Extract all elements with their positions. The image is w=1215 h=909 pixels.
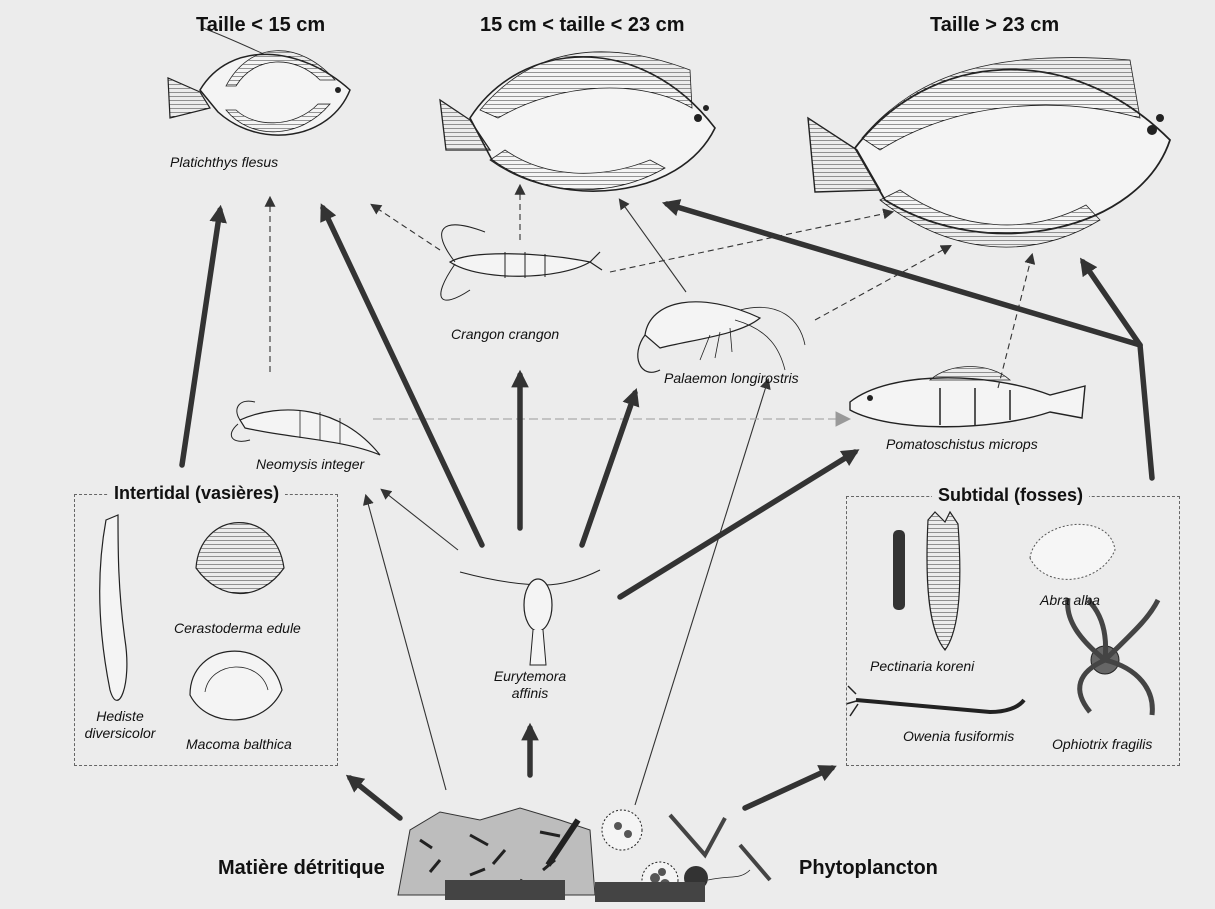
subtidal-box: [846, 496, 1180, 766]
crangon-illustration: [441, 225, 602, 300]
phytoplankton-illustration: [595, 810, 770, 902]
flounder-large-illustration: [808, 58, 1170, 248]
eurytemora-illustration: [460, 570, 600, 665]
label-crangon: Crangon crangon: [451, 326, 559, 342]
label-owenia: Owenia fusiformis: [903, 728, 1014, 744]
intertidal-label: Intertidal (vasières): [108, 483, 285, 504]
label-hediste: Hediste diversicolor: [80, 708, 160, 742]
label-neomysis: Neomysis integer: [256, 456, 364, 472]
flounder-small-illustration: [168, 28, 350, 135]
label-pectinaria: Pectinaria koreni: [870, 658, 974, 674]
detritus-illustration: [398, 808, 595, 900]
label-eurytemora: Eurytemora affinis: [480, 668, 580, 702]
label-platichthys: Platichthys flesus: [170, 154, 278, 170]
label-hediste-line2: diversicolor: [80, 725, 160, 742]
label-palaemon: Palaemon longirostris: [664, 370, 799, 386]
label-pomatoschistus: Pomatoschistus microps: [886, 436, 1038, 452]
label-eurytemora-line1: Eurytemora: [480, 668, 580, 685]
neomysis-illustration: [231, 401, 380, 455]
label-abra: Abra alba: [1040, 592, 1100, 608]
header-large-size: Taille > 23 cm: [930, 14, 1059, 37]
palaemon-illustration: [638, 302, 805, 372]
pomatoschistus-illustration: [850, 367, 1085, 427]
subtidal-label: Subtidal (fosses): [932, 485, 1089, 506]
label-ophiothrix: Ophiotrix fragilis: [1052, 736, 1152, 752]
label-eurytemora-line2: affinis: [480, 685, 580, 702]
label-macoma: Macoma balthica: [186, 736, 292, 752]
label-detritus: Matière détritique: [218, 857, 385, 880]
header-medium-size: 15 cm < taille < 23 cm: [480, 14, 685, 37]
label-phytoplankton: Phytoplancton: [799, 857, 938, 880]
label-hediste-line1: Hediste: [80, 708, 160, 725]
flounder-medium-illustration: [440, 52, 715, 191]
header-small-size: Taille < 15 cm: [196, 14, 325, 37]
label-cerastoderma: Cerastoderma edule: [174, 620, 301, 636]
